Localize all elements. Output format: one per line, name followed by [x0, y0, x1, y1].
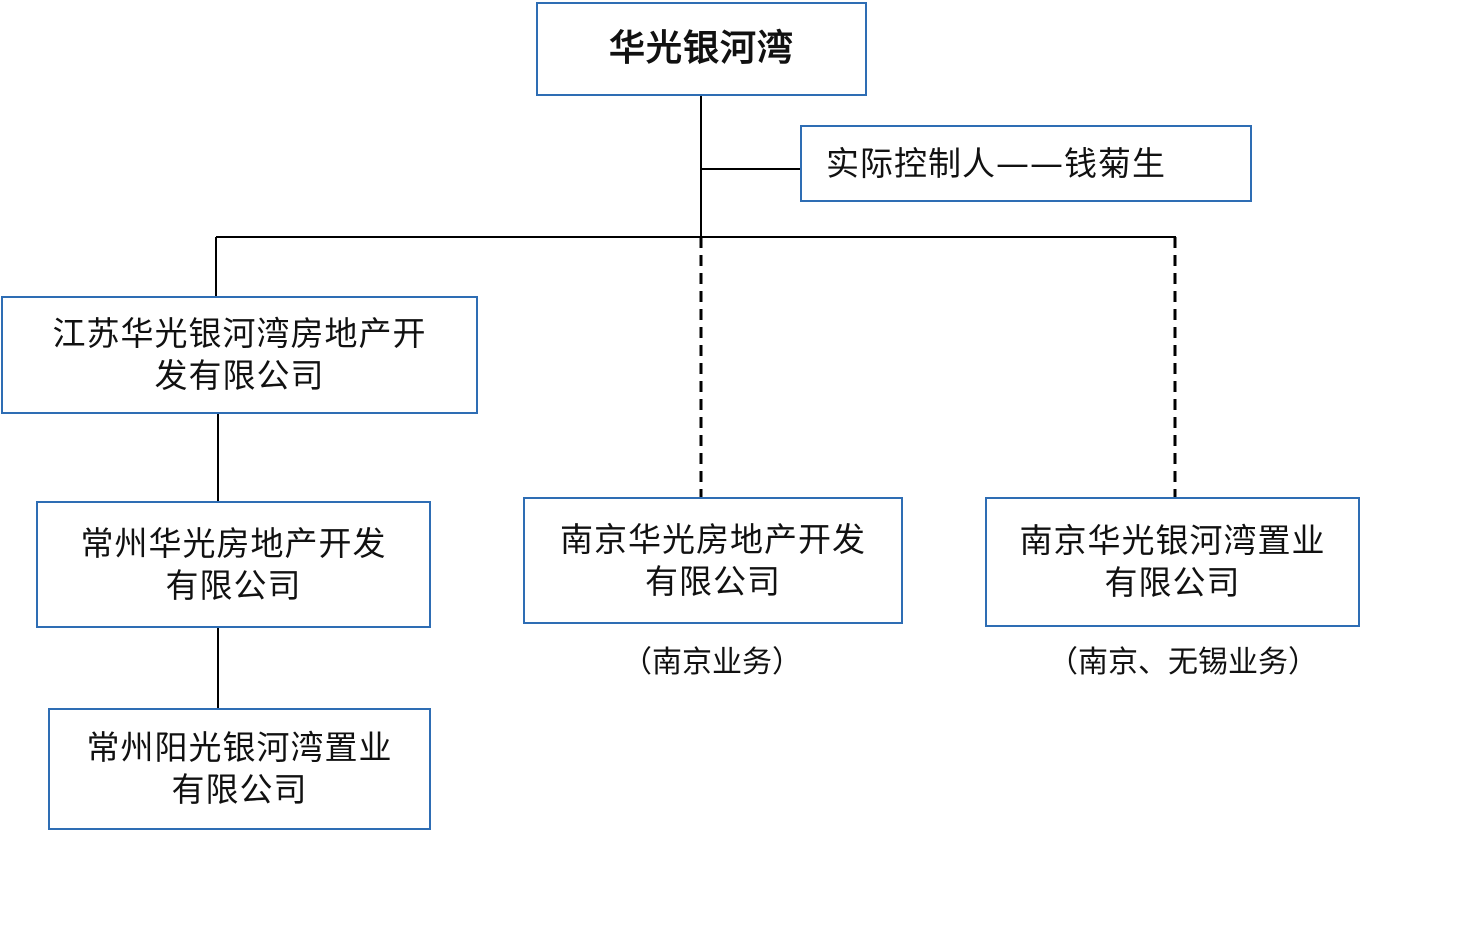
- nanjing-huaguang-line2: 有限公司: [645, 561, 781, 601]
- jiangsu-company-line2: 发有限公司: [154, 356, 325, 395]
- nanjing-yinhewan-line2: 有限公司: [1104, 563, 1241, 602]
- controller-node: 实际控制人——钱菊生: [800, 125, 1252, 202]
- changzhou-huaguang-line2: 有限公司: [165, 565, 302, 605]
- changzhou-yangguang-line2: 有限公司: [171, 770, 308, 809]
- nanjing-yinhewan-line1: 南京华光银河湾置业: [1019, 521, 1326, 560]
- changzhou-huaguang-node: 常州华光房地产开发 有限公司: [36, 501, 431, 628]
- controller-node-label: 实际控制人——钱菊生: [826, 143, 1166, 183]
- changzhou-yangguang-line1: 常州阳光银河湾置业: [86, 728, 393, 767]
- root-node-label: 华光银河湾: [608, 28, 794, 69]
- nanjing-huaguang-node: 南京华光房地产开发 有限公司: [523, 497, 903, 624]
- nanjing-business-note: （南京业务）: [622, 645, 802, 680]
- root-node-huaguang-yinhewan: 华光银河湾: [536, 2, 867, 96]
- changzhou-yangguang-node: 常州阳光银河湾置业 有限公司: [48, 708, 431, 830]
- jiangsu-company-line1: 江苏华光银河湾房地产开: [52, 314, 427, 353]
- changzhou-huaguang-line1: 常州华光房地产开发: [80, 523, 387, 563]
- nanjing-wuxi-business-note: （南京、无锡业务）: [1048, 645, 1318, 680]
- nanjing-huaguang-line1: 南京华光房地产开发: [560, 519, 866, 559]
- jiangsu-company-node: 江苏华光银河湾房地产开 发有限公司: [1, 296, 478, 414]
- nanjing-yinhewan-node: 南京华光银河湾置业 有限公司: [985, 497, 1360, 627]
